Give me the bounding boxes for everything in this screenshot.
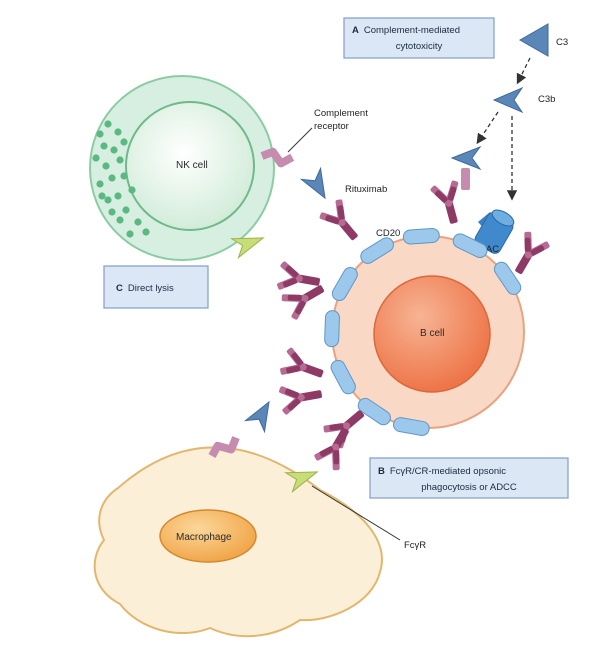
macrophage-complement-receptor <box>208 436 240 458</box>
c3-fragment: C3 <box>518 23 568 57</box>
nk-granule <box>108 208 116 216</box>
nk-granule <box>108 174 116 182</box>
cd20-molecule <box>324 310 340 348</box>
cd20-label: CD20 <box>376 228 400 239</box>
nk-granule <box>142 228 150 236</box>
fc-receptor-macrophage <box>283 471 319 493</box>
b-cell-label: B cell <box>420 328 444 339</box>
nk-granule <box>122 206 130 214</box>
complement-receptor-label-2: receptor <box>314 121 349 132</box>
nk-granule <box>98 192 106 200</box>
c3b-bound-fragment <box>450 145 482 171</box>
cd20-molecule <box>493 261 522 295</box>
nk-granule <box>116 156 124 164</box>
mac-label: MAC <box>478 244 499 255</box>
mac-complex: MAC <box>474 209 515 255</box>
box-direct-lysis: C Direct lysis <box>103 265 209 309</box>
complement-receptor <box>260 147 295 168</box>
box-complement-mediated-cytotoxicity: A Complement-mediated cytotoxicity <box>343 17 495 59</box>
nk-granule <box>92 154 100 162</box>
cd20-molecule <box>392 417 430 436</box>
cd20-molecules <box>324 227 522 436</box>
nk-granule <box>120 172 128 180</box>
box-a-letter: A <box>352 25 359 36</box>
antibody-rituximab <box>316 196 367 249</box>
c3b-fragment <box>492 86 524 114</box>
cd20-molecule <box>357 397 391 426</box>
macrophage: Macrophage <box>93 446 383 638</box>
nk-granule <box>120 138 128 146</box>
nk-granule <box>96 180 104 188</box>
c3b-macrophage <box>243 400 270 434</box>
cd20-molecule <box>330 359 356 395</box>
pink-receptor-stem <box>461 168 470 190</box>
nk-granule <box>128 186 136 194</box>
nk-granule <box>96 130 104 138</box>
cd20-molecule <box>402 227 440 245</box>
cd20-molecule <box>360 237 394 264</box>
macrophage-label: Macrophage <box>176 532 232 543</box>
nk-granule <box>100 142 108 150</box>
arrow-c3b-to-receptor <box>476 111 499 145</box>
nk-granule <box>104 120 112 128</box>
nk-granule <box>116 216 124 224</box>
nk-granule <box>110 146 118 154</box>
complement-receptor-pointer <box>287 127 313 153</box>
c3b-label: C3b <box>538 94 555 105</box>
cd20-molecule <box>452 233 488 259</box>
complement-receptor-label-1: Complement <box>314 108 368 119</box>
c3b-on-receptor <box>299 166 326 200</box>
fc-receptor-nk <box>229 237 265 259</box>
nk-granule <box>104 196 112 204</box>
fcgr-pointer <box>311 485 401 541</box>
box-opsonic-phagocytosis: B FcγR/CR-mediated opsonic phagocytosis o… <box>369 457 569 499</box>
nk-granules <box>92 120 150 238</box>
rituximab-label: Rituximab <box>345 184 387 195</box>
box-c-line1: Direct lysis <box>128 283 174 294</box>
nk-granule <box>134 218 142 226</box>
nk-granule <box>114 192 122 200</box>
nk-cell: NK cell <box>89 75 275 261</box>
box-a-line2: cytotoxicity <box>396 41 443 52</box>
cd20-molecule <box>331 266 358 302</box>
box-b-line1: FcγR/CR-mediated opsonic <box>390 466 506 477</box>
fcgr-label: FcγR <box>404 540 426 551</box>
antibody-b-left-1 <box>277 345 328 389</box>
box-b-letter: B <box>378 466 385 477</box>
nk-granule <box>114 128 122 136</box>
box-a-line1: Complement-mediated <box>364 25 460 36</box>
antibody-b-left-2 <box>277 379 325 416</box>
nk-cell-label: NK cell <box>176 160 208 171</box>
box-c-letter: C <box>116 283 123 294</box>
nk-granule <box>126 230 134 238</box>
arrow-c3-to-c3b <box>516 57 531 85</box>
c3-label: C3 <box>556 37 568 48</box>
box-b-line2: phagocytosis or ADCC <box>421 482 517 493</box>
b-cell: B cell <box>331 235 525 429</box>
nk-granule <box>102 162 110 170</box>
